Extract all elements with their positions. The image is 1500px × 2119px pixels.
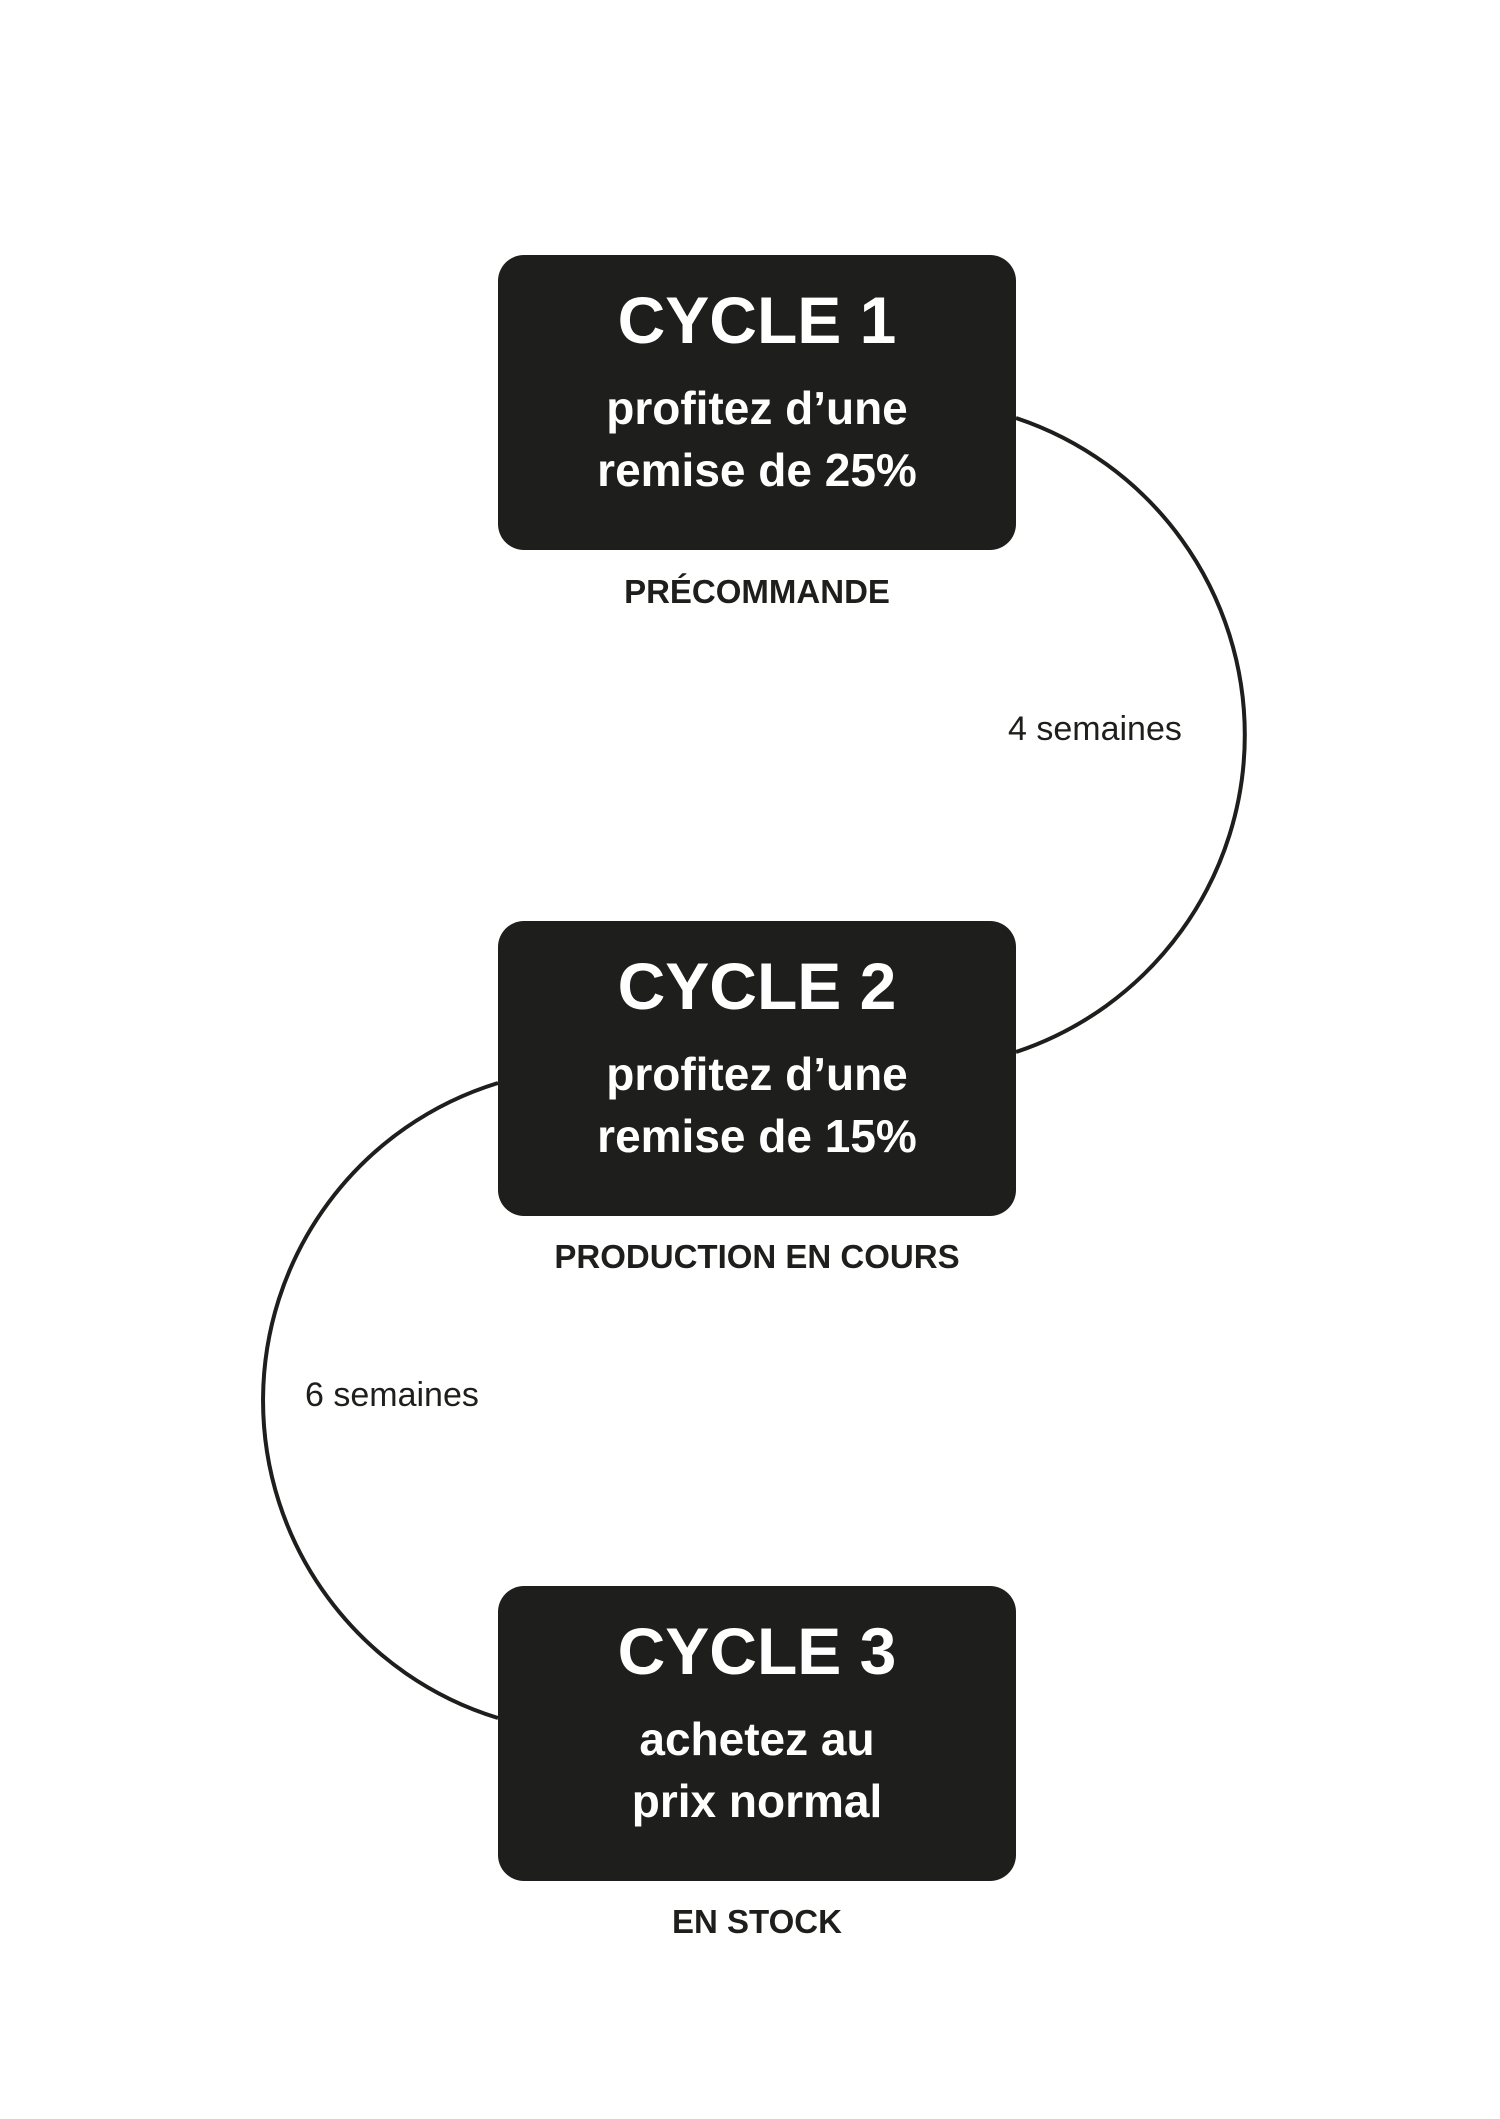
arc-cycle2-to-cycle3 (261, 1081, 499, 1720)
cycle-title: CYCLE 3 (617, 1614, 897, 1688)
cycle-desc-line1: profitez d’une (606, 382, 908, 434)
duration-label-2: 6 semaines (305, 1376, 479, 1414)
cycle-2-box: CYCLE 2 profitez d’une remise de 15% (498, 921, 1016, 1216)
duration-label-1: 4 semaines (1008, 710, 1182, 748)
cycle-3-status: EN STOCK (672, 1903, 842, 1940)
cycle-2-status: PRODUCTION EN COURS (554, 1238, 960, 1275)
cycle-1-box: CYCLE 1 profitez d’une remise de 25% (498, 255, 1016, 550)
cycle-desc-line1: achetez au (639, 1713, 875, 1765)
cycle-1-status: PRÉCOMMANDE (624, 573, 890, 610)
cycle-desc-line2: prix normal (631, 1775, 883, 1827)
arc-cycle1-to-cycle2 (1015, 416, 1247, 1054)
cycle-desc-line2: remise de 15% (597, 1110, 917, 1162)
cycle-desc-line2: remise de 25% (597, 444, 917, 496)
cycle-title: CYCLE 1 (617, 283, 897, 357)
cycle-3-box: CYCLE 3 achetez au prix normal (498, 1586, 1016, 1881)
cycle-title: CYCLE 2 (617, 949, 897, 1023)
cycle-desc-line1: profitez d’une (606, 1048, 908, 1100)
